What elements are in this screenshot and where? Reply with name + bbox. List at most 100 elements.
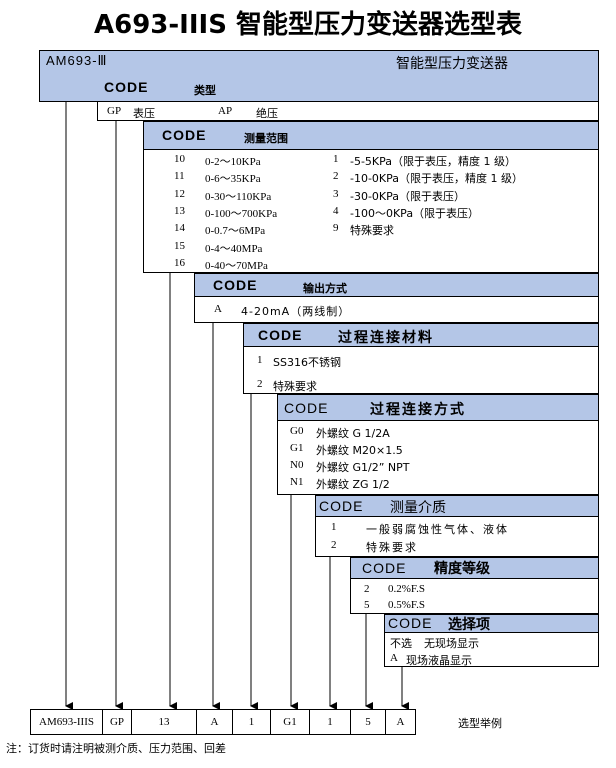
range-left-code: 15	[174, 239, 185, 252]
type-ap-text: 绝压	[256, 107, 278, 120]
material-1-code: 1	[257, 354, 263, 366]
range-left-text: 0-2～10KPa	[205, 156, 261, 168]
accuracy-code-label: CODE	[362, 560, 407, 576]
output-label: 输出方式	[303, 282, 347, 295]
option-header	[384, 614, 599, 633]
range-label: 测量范围	[244, 132, 288, 145]
connection-item-text: 外螺纹 M20×1.5	[316, 444, 403, 457]
model-code: AM693-Ⅲ	[46, 53, 108, 68]
range-right-code: 9	[333, 222, 339, 235]
range-left-code: 12	[174, 187, 185, 200]
accuracy-body	[350, 579, 599, 614]
example-cell: AM693-IIIS	[30, 709, 103, 735]
range-left-text: 0-40～70MPa	[205, 259, 268, 272]
range-right-code: 4	[333, 204, 339, 217]
range-right-code: 1	[333, 153, 339, 165]
material-2-code: 2	[257, 378, 263, 390]
example-cell: 1	[309, 709, 351, 735]
example-cell: GP	[102, 709, 132, 735]
footnote: 注：订货时请注明被测介质、压力范围、回差	[6, 742, 226, 755]
output-code-label: CODE	[213, 277, 258, 293]
output-a-text: 4-20mA（两线制）	[241, 305, 351, 318]
type-code-label: CODE	[104, 79, 149, 95]
accuracy-2-code: 2	[364, 583, 370, 595]
range-right-code: 2	[333, 170, 339, 183]
example-cell: 13	[131, 709, 197, 735]
type-ap-code: AP	[218, 105, 233, 117]
range-left-text: 0-4～40MPa	[205, 242, 263, 255]
accuracy-label: 精度等级	[434, 561, 490, 577]
range-header	[143, 121, 599, 150]
type-gp-text: 表压	[133, 107, 155, 120]
connection-item-code: N0	[290, 459, 304, 471]
type-gp-code: GP	[107, 105, 122, 117]
range-left-code: 16	[174, 256, 185, 269]
range-right-text: -10-0KPa（限于表压，精度 1 级）	[350, 172, 524, 186]
connection-item-code: G1	[290, 442, 304, 454]
material-header	[243, 323, 599, 347]
example-label: 选型举例	[458, 717, 502, 730]
material-1-text: SS316不锈钢	[273, 356, 341, 369]
connection-code-label: CODE	[284, 400, 329, 416]
range-code-label: CODE	[162, 127, 207, 143]
material-body	[243, 347, 599, 394]
connection-item-text: 外螺纹 G 1/2A	[316, 427, 390, 440]
option-label: 选择项	[448, 617, 490, 633]
model-desc: 智能型压力变送器	[396, 56, 508, 72]
connection-item-code: G0	[290, 425, 304, 437]
range-left-code: 13	[174, 204, 185, 217]
medium-2-text: 特殊要求	[366, 541, 418, 554]
connection-body	[277, 421, 599, 495]
medium-label: 测量介质	[390, 500, 446, 516]
example-cell: A	[385, 709, 416, 735]
range-left-text: 0-0.7～6MPa	[205, 225, 266, 238]
connection-item-code: N1	[290, 476, 304, 488]
accuracy-2-text: 0.2%F.S	[388, 583, 426, 595]
example-cell: G1	[270, 709, 310, 735]
material-code-label: CODE	[258, 327, 303, 343]
model-header	[39, 50, 599, 102]
medium-1-code: 1	[331, 521, 337, 533]
accuracy-5-code: 5	[364, 599, 370, 611]
medium-1-text: 一般弱腐蚀性气体、液体	[366, 523, 509, 536]
option-code-label: CODE	[388, 615, 433, 631]
page-title: A693-IIIS 智能型压力变送器选型表	[94, 10, 522, 40]
range-right-code: 3	[333, 187, 339, 200]
range-right-text: -100～0KPa（限于表压）	[350, 206, 480, 220]
example-cell: A	[196, 709, 233, 735]
material-label: 过程连接材料	[338, 330, 434, 346]
option-none-code: 不选	[390, 637, 412, 650]
range-left-code: 14	[174, 222, 185, 235]
type-row	[97, 102, 599, 121]
range-right-text: 特殊要求	[350, 224, 394, 238]
option-a-text: 现场液晶显示	[406, 654, 472, 667]
example-cell: 5	[350, 709, 386, 735]
range-left-text: 0-30～110KPa	[205, 190, 272, 203]
material-2-text: 特殊要求	[273, 380, 317, 393]
range-left-text: 0-100～700KPa	[205, 207, 278, 220]
connection-item-text: 外螺纹 ZG 1/2	[316, 478, 390, 491]
connection-header	[277, 394, 599, 421]
output-body	[194, 297, 599, 323]
range-body	[143, 150, 599, 273]
range-left-code: 11	[174, 170, 185, 183]
accuracy-header	[350, 557, 599, 579]
output-header	[194, 273, 599, 297]
type-label: 类型	[194, 84, 216, 97]
option-none-text: 无现场显示	[424, 637, 479, 650]
medium-body	[315, 517, 599, 557]
option-a-code: A	[390, 652, 398, 664]
range-right-text: -5-5KPa（限于表压，精度 1 级）	[350, 155, 517, 168]
connection-label: 过程连接方式	[370, 402, 466, 418]
option-body	[384, 633, 599, 667]
range-right-text: -30-0KPa（限于表压）	[350, 189, 466, 203]
medium-header	[315, 495, 599, 517]
example-cell: 1	[232, 709, 271, 735]
range-left-text: 0-6～35KPa	[205, 173, 261, 186]
output-a-code: A	[214, 303, 222, 315]
accuracy-5-text: 0.5%F.S	[388, 599, 426, 611]
range-left-code: 10	[174, 153, 185, 165]
medium-code-label: CODE	[319, 498, 364, 514]
medium-2-code: 2	[331, 539, 337, 551]
